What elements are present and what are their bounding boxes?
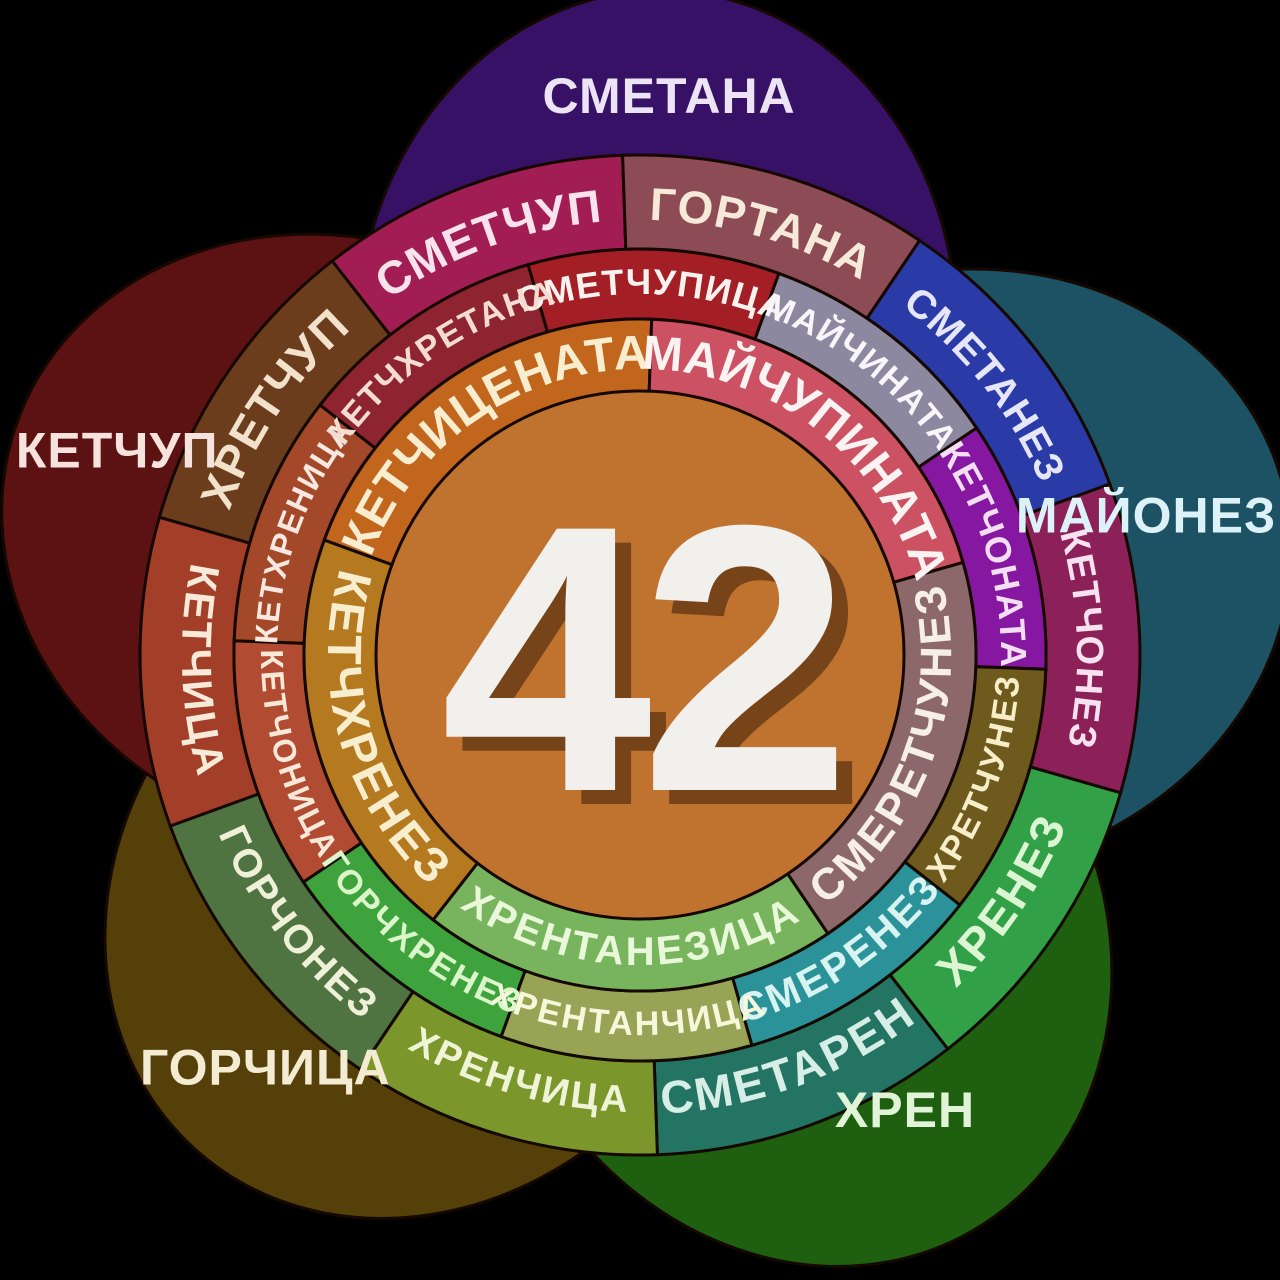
center-value: 42	[441, 446, 842, 871]
venn-set-label: КЕТЧУП	[16, 423, 219, 479]
venn-set-label: МАЙОНЕЗ	[1016, 487, 1276, 544]
center-value-shadow: 42	[457, 460, 858, 885]
venn-set-label: ХРЕН	[835, 1082, 975, 1138]
venn-set-label: ГОРЧИЦА	[140, 1039, 391, 1095]
venn-center-region	[374, 389, 906, 921]
venn-set-label: СМЕТАНА	[543, 68, 796, 124]
